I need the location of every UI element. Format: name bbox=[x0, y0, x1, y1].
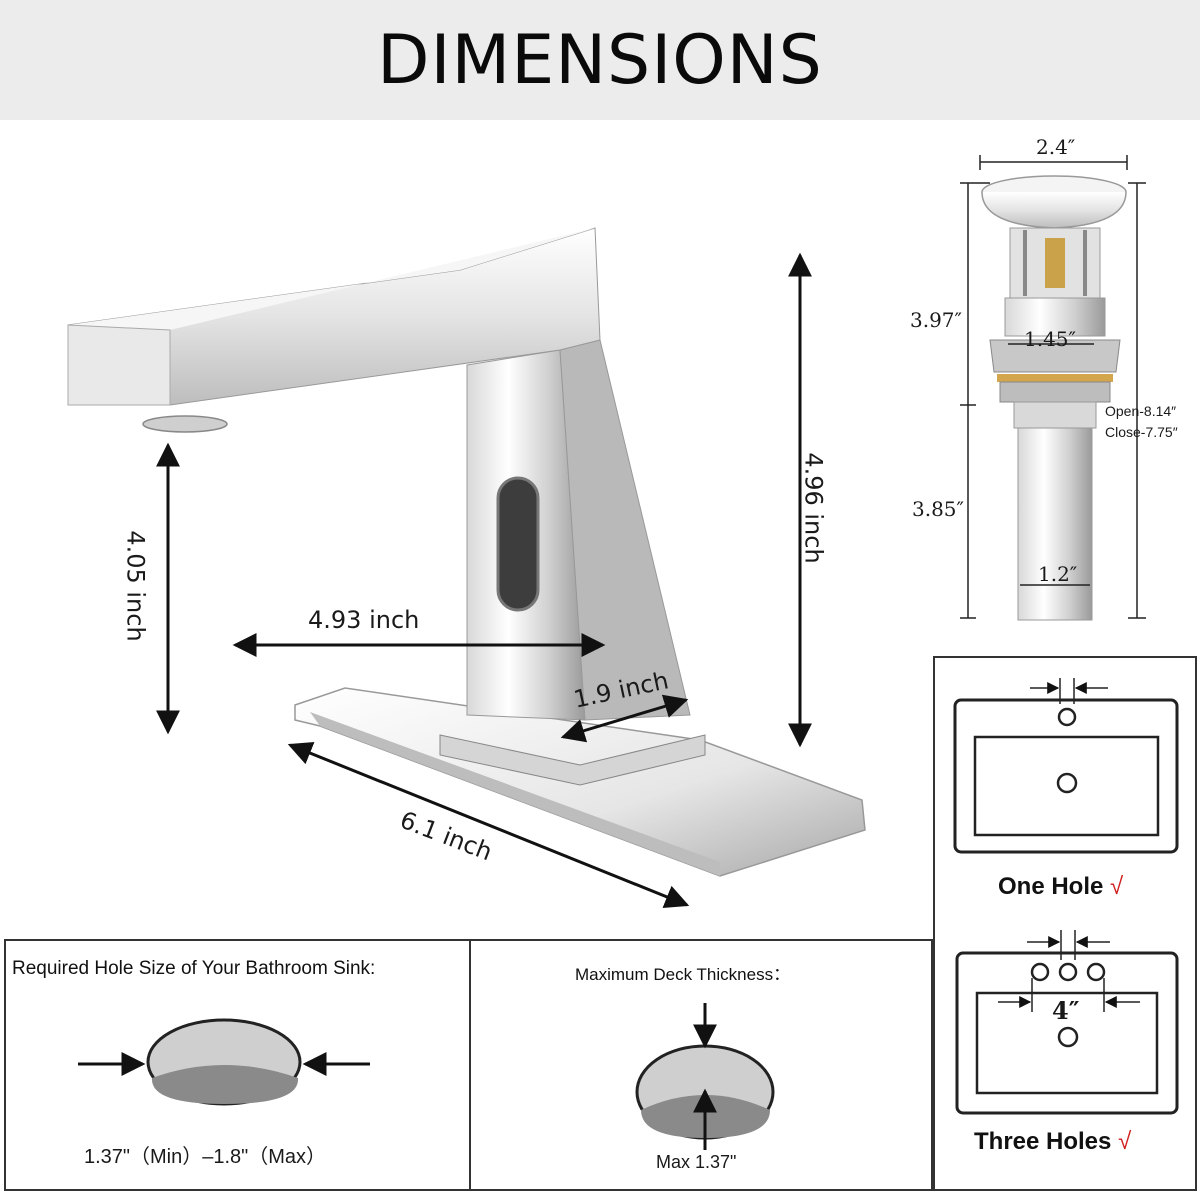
total-height-label: 4.96 inch bbox=[799, 452, 828, 564]
drain-pipe-width-label: 1.2″ bbox=[1038, 562, 1078, 586]
reach-label: 4.93 inch bbox=[308, 606, 420, 634]
arrow-body-width bbox=[560, 694, 689, 743]
one-hole-text: One Hole bbox=[998, 873, 1104, 900]
check-icon: √ bbox=[1118, 1128, 1132, 1155]
hole-size-illustration bbox=[78, 1018, 370, 1106]
sensor-window bbox=[496, 476, 540, 612]
faucet-aerator bbox=[142, 415, 228, 433]
one-hole-sink bbox=[953, 678, 1179, 854]
sink-options-box bbox=[933, 656, 1197, 1191]
drain-close-label: Close-7.75″ bbox=[1105, 424, 1178, 440]
deck-thickness-box bbox=[469, 939, 933, 1191]
hole-size-title: Required Hole Size of Your Bathroom Sink… bbox=[12, 958, 376, 979]
three-holes-text: Three Holes bbox=[974, 1128, 1112, 1155]
deck-thickness-title: Maximum Deck Thickness： bbox=[575, 965, 791, 984]
three-hole-sink bbox=[955, 930, 1179, 1115]
drain-dimension-lines bbox=[960, 155, 1146, 619]
one-hole-label: One Hole √ bbox=[998, 873, 1123, 901]
title-banner: DIMENSIONS bbox=[0, 0, 1200, 120]
hole-size-range: 1.37"（Min）–1.8"（Max） bbox=[84, 1146, 327, 1168]
drain-open-label: Open-8.14″ bbox=[1105, 403, 1177, 419]
three-holes-label: Three Holes √ bbox=[974, 1128, 1131, 1156]
faucet-dimension-arrows bbox=[156, 252, 812, 909]
three-hole-spacing-label: 4″ bbox=[1052, 996, 1080, 1025]
spout-height-label: 4.05 inch bbox=[121, 530, 150, 642]
faucet-illustration bbox=[67, 227, 866, 877]
check-icon: √ bbox=[1110, 873, 1124, 900]
drain-upper-height-label: 3.97″ bbox=[910, 308, 963, 332]
page-title: DIMENSIONS bbox=[377, 20, 823, 100]
deck-thickness-illustration bbox=[635, 1003, 775, 1150]
drain-upper-width-label: 1.45″ bbox=[1024, 327, 1077, 351]
arrow-plate-length bbox=[287, 741, 690, 909]
deck-thickness-max: Max 1.37" bbox=[656, 1152, 737, 1172]
drain-lower-height-label: 3.85″ bbox=[912, 497, 965, 521]
drain-top-width-label: 2.4″ bbox=[1036, 135, 1076, 159]
drain-illustration bbox=[981, 175, 1127, 621]
